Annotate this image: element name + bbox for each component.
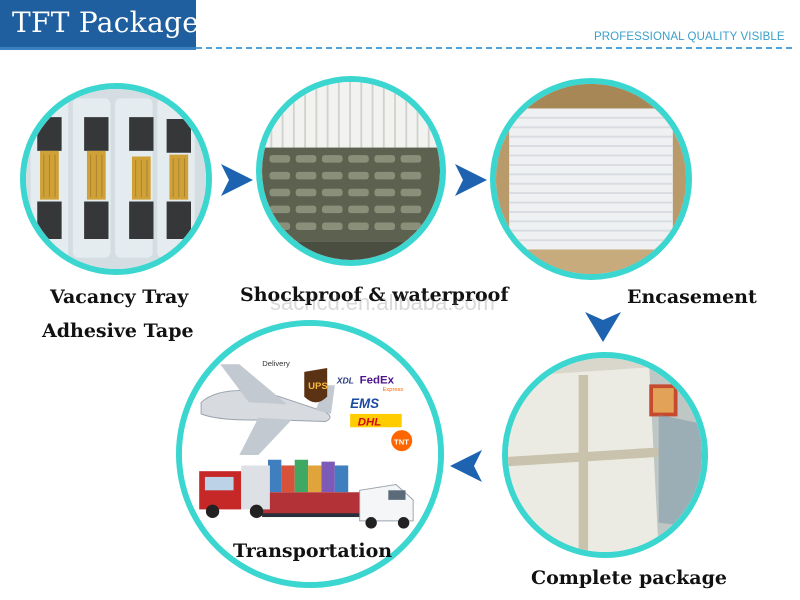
complete-package-photo bbox=[502, 352, 708, 558]
step-label-adhesive-tape: Adhesive Tape bbox=[42, 320, 194, 342]
dhl-logo: DHL bbox=[358, 416, 382, 428]
arrow-left-icon bbox=[450, 450, 482, 482]
fedex-express-label: Express bbox=[383, 387, 404, 393]
page-title: TFT Package bbox=[12, 6, 200, 39]
tnt-logo: TNT bbox=[394, 437, 409, 446]
transportation-image: UPS XDL FedEx Express EMS DHL TNT Delive… bbox=[182, 326, 438, 582]
vacancy-tray-image bbox=[26, 89, 206, 269]
step-label-vacancy-tray: Vacancy Tray bbox=[50, 286, 189, 308]
ups-logo-icon: UPS bbox=[304, 368, 328, 403]
encasement-image bbox=[496, 84, 686, 274]
encasement-photo bbox=[490, 78, 692, 280]
cargo-ship-icon bbox=[248, 459, 374, 518]
ems-logo: EMS bbox=[350, 396, 379, 411]
step-label-encasement: Encasement bbox=[627, 286, 757, 308]
delivery-label: Delivery bbox=[262, 359, 290, 368]
header-banner: TFT Package bbox=[0, 0, 200, 50]
svg-text:UPS: UPS bbox=[308, 381, 328, 392]
step-label-shockproof: Shockproof & waterproof bbox=[240, 284, 509, 306]
arrow-right-icon bbox=[221, 164, 253, 196]
vacancy-tray-photo bbox=[20, 83, 212, 275]
fedex-logo: FedEx bbox=[360, 374, 395, 386]
shockproof-image bbox=[262, 82, 440, 260]
tagline: PROFESSIONAL QUALITY VISIBLE bbox=[594, 31, 785, 43]
step-label-transportation: Transportation bbox=[233, 540, 393, 562]
step-label-complete-package: Complete package bbox=[531, 567, 727, 589]
header-divider bbox=[196, 47, 792, 49]
arrow-right-icon bbox=[455, 164, 487, 196]
transportation-photo: UPS XDL FedEx Express EMS DHL TNT Delive… bbox=[176, 320, 444, 588]
arrow-down-icon bbox=[585, 312, 621, 342]
complete-package-image bbox=[508, 358, 702, 552]
van-icon bbox=[359, 484, 414, 529]
watermark: sacrlcd.en.alibaba.com bbox=[270, 290, 496, 315]
xdl-logo: XDL bbox=[336, 375, 354, 385]
airplane-icon bbox=[200, 364, 335, 455]
truck-icon bbox=[199, 465, 270, 518]
shockproof-photo bbox=[256, 76, 446, 266]
